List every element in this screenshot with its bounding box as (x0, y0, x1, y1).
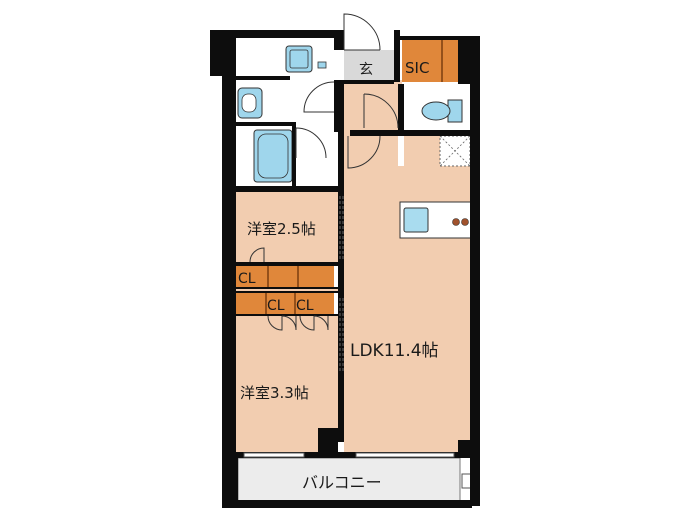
bathtub-inner (257, 133, 289, 179)
closet-2-label: CL (267, 298, 285, 314)
washing-machine-inner (289, 49, 309, 69)
balcony-windows (243, 452, 455, 458)
ldk-floor (344, 132, 472, 452)
western-room-1-label: 洋室2.5帖 (247, 220, 316, 238)
western-room-2-label: 洋室3.3帖 (240, 384, 309, 402)
sliding-doors (339, 196, 344, 372)
closet-gap-floor (236, 287, 338, 293)
closet-2-3 (236, 293, 334, 314)
balcony-label: バルコニー (302, 473, 382, 492)
fridge-cross-b (439, 135, 471, 167)
walls (210, 30, 480, 508)
washbasin-bowl (241, 93, 257, 113)
toilet-bowl (421, 101, 451, 121)
entrance-label: 玄 (359, 61, 373, 78)
corridor-floor (340, 80, 402, 132)
stove-burner-left (452, 218, 460, 226)
kitchen-sink (403, 207, 429, 233)
faucet-small (317, 61, 327, 69)
closet-1 (236, 266, 334, 287)
closet-3-label: CL (296, 298, 314, 314)
balcony-floor (237, 457, 461, 507)
ldk-label: LDK11.4帖 (350, 341, 439, 361)
doors (249, 13, 404, 331)
stove-burner-right (461, 218, 469, 226)
washing-machine (285, 45, 313, 73)
sic-closet (402, 40, 458, 82)
entrance-floor (344, 50, 394, 82)
closet-1-label: CL (238, 271, 256, 287)
sic-label: SIC (405, 59, 429, 77)
